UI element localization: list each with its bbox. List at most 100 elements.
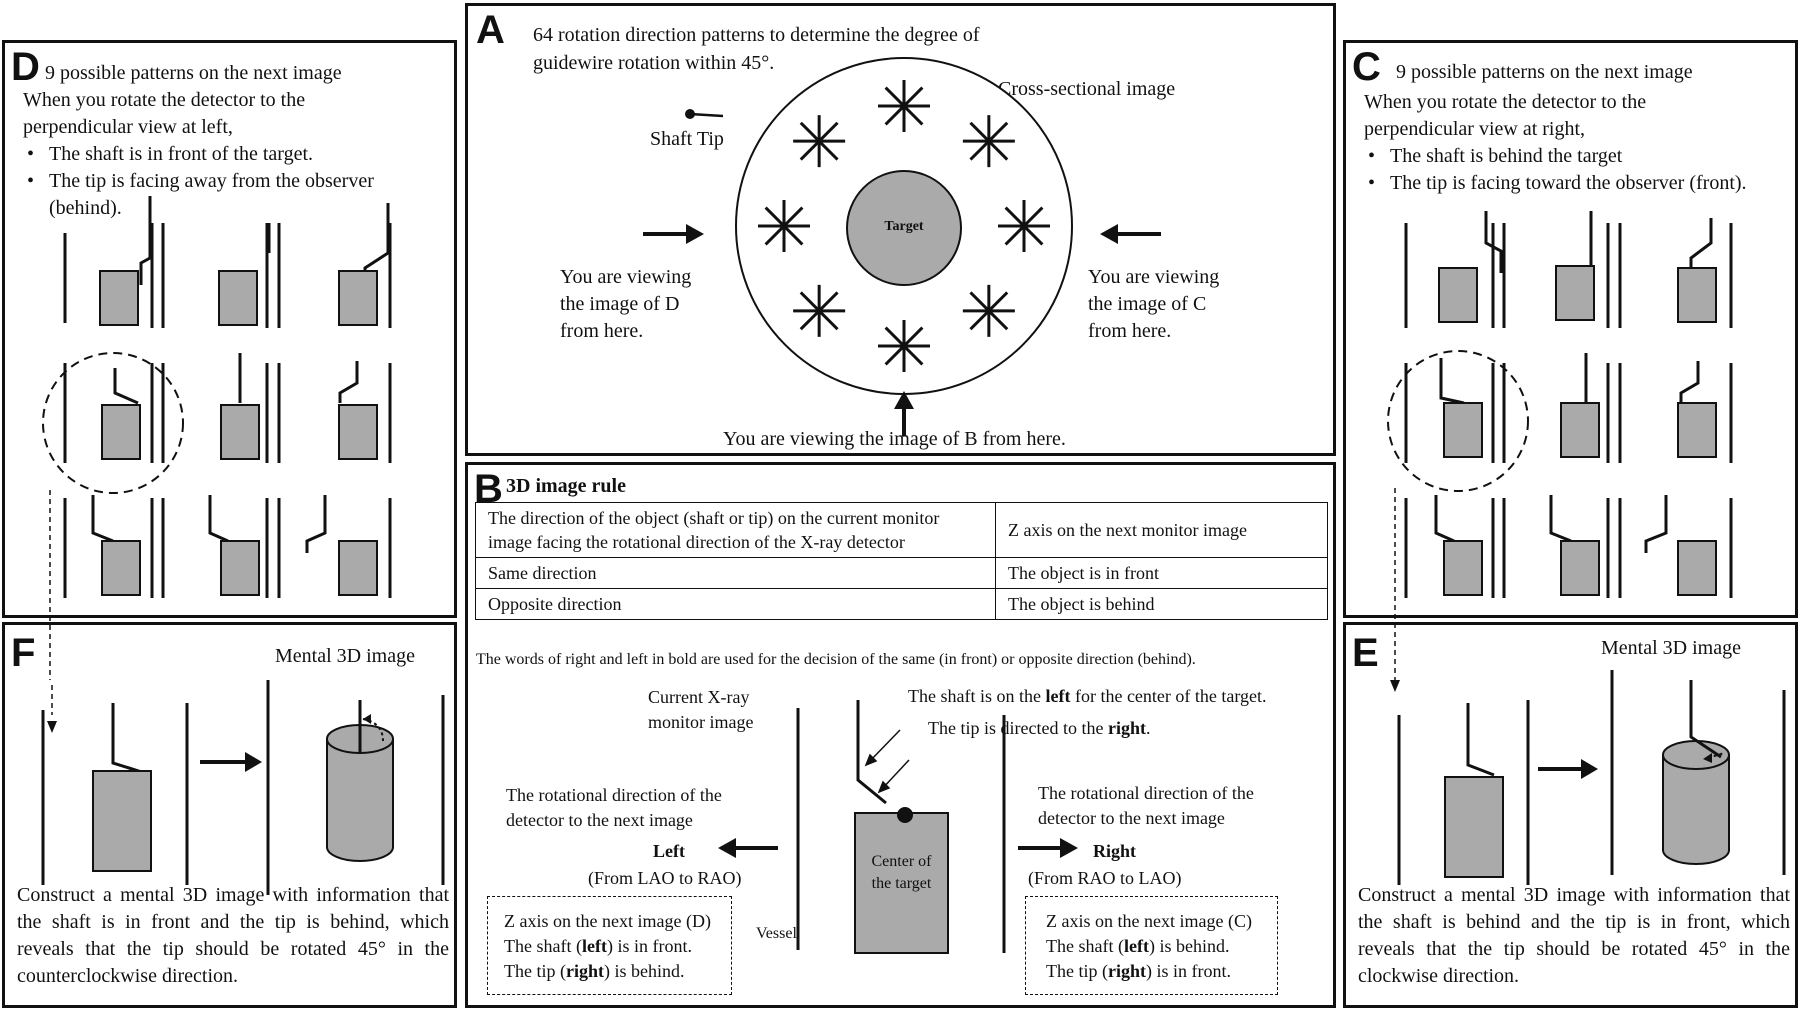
tip-statement-bold: right: [1107, 718, 1146, 738]
panel-b: B 3D image rule The direction of the obj…: [465, 462, 1336, 1008]
view-c-line-3: from here.: [1088, 320, 1172, 342]
panel-c-title: 9 possible patterns on the next image: [1396, 61, 1693, 83]
center-line-2: the target: [871, 875, 932, 892]
rule-cell: Same direction: [475, 557, 996, 589]
panel-c-letter: C: [1352, 45, 1381, 89]
z-d-shaft-post: ) is in front.: [606, 936, 692, 956]
rule-header-direction: The direction of the object (shaft or ti…: [475, 502, 996, 558]
current-image-line-2: monitor image: [648, 712, 754, 732]
rotation-pattern-asterisk: [793, 115, 846, 168]
z-axis-box-c: Z axis on the next image (C) The shaft (…: [1025, 896, 1278, 995]
panel-d-intro-1: When you rotate the detector to the: [23, 89, 306, 111]
cross-section-label: Cross-sectional image: [998, 78, 1176, 100]
z-d-tip-post: ) is behind.: [603, 961, 685, 981]
view-b-text: You are viewing the image of B from here…: [723, 428, 1066, 450]
panel-c-patterns: [1387, 211, 1733, 598]
z-d-shaft-bold: left: [581, 936, 607, 956]
rotation-left-line-2: detector to the next image: [506, 810, 693, 830]
view-d-line-3: from here.: [560, 320, 644, 342]
rotation-pattern-asterisk: [793, 284, 846, 337]
panel-e-letter: E: [1352, 631, 1379, 675]
z-axis-box-d: Z axis on the next image (D) The shaft (…: [487, 896, 732, 995]
panel-d-bullets: The shaft is in front of the target. The…: [23, 141, 374, 195]
panel-a-letter: A: [476, 8, 505, 52]
tip-statement-post: .: [1145, 718, 1151, 738]
z-box-c-line-1: Z axis on the next image (C): [1046, 911, 1252, 931]
panel-e: E Mental 3D image Construct a mental 3D …: [1343, 622, 1798, 1008]
panel-d-bullet-2-cont: (behind).: [49, 197, 122, 219]
monitor-diagram: [718, 700, 1078, 954]
view-d-line-1: You are viewing: [560, 266, 692, 288]
rule-table-header: The direction of the object (shaft or ti…: [475, 502, 1328, 558]
panel-a-title-1: 64 rotation direction patterns to determ…: [533, 24, 980, 46]
view-d-text: You are viewing the image of D from here…: [560, 264, 691, 345]
shaft-statement-post: for the center of the target.: [1070, 686, 1267, 706]
z-c-tip-bold: right: [1107, 961, 1146, 981]
rotation-pattern-asterisk: [962, 115, 1015, 168]
panel-d-bullet-2: The tip is facing away from the observer: [23, 168, 374, 195]
panel-f: F Mental 3D image Construct a mental 3D …: [2, 622, 457, 1008]
from-lao-label: (From LAO to RAO): [588, 868, 742, 888]
z-box-d-text: Z axis on the next image (D) The shaft (…: [504, 909, 711, 984]
rule-cell: Opposite direction: [475, 588, 996, 620]
panel-f-diagram: [41, 680, 445, 895]
center-line-1: Center of: [871, 853, 932, 870]
rule-table: The direction of the object (shaft or ti…: [475, 502, 1328, 620]
z-box-d-line-3: The tip (right) is behind.: [504, 959, 711, 984]
rotation-left-text: The rotational direction of the detector…: [506, 783, 722, 833]
panel-c-intro-2: perpendicular view at right,: [1364, 118, 1586, 140]
z-d-tip-pre: The tip (: [504, 961, 566, 981]
panel-e-text: Construct a mental 3D image with informa…: [1358, 884, 1790, 987]
current-image-line-1: Current X-ray: [648, 687, 750, 707]
z-box-d-line-1: Z axis on the next image (D): [504, 911, 711, 931]
tip-right-statement: The tip is directed to the right.: [928, 715, 1150, 741]
rotation-right-line-1: The rotational direction of the: [1038, 783, 1254, 803]
z-box-c-line-2: The shaft (left) is behind.: [1046, 934, 1252, 959]
rotation-left-line-1: The rotational direction of the: [506, 785, 722, 805]
panel-f-title: Mental 3D image: [275, 645, 415, 667]
panel-d: D 9 possible patterns on the next image …: [2, 40, 457, 618]
rotation-pattern-asterisk: [878, 320, 930, 372]
shaft-statement-bold: left: [1045, 686, 1071, 706]
panel-c-bullets: The shaft is behind the target The tip i…: [1364, 143, 1747, 197]
table-row: Opposite direction The object is behind: [475, 588, 1328, 620]
panel-f-letter: F: [11, 631, 36, 675]
z-c-shaft-post: ) is behind.: [1148, 936, 1230, 956]
bold-words-note: The words of right and left in bold are …: [476, 651, 1196, 668]
right-label: Right: [1093, 841, 1137, 861]
z-c-shaft-pre: The shaft (: [1046, 936, 1124, 956]
panel-a-title-2: guidewire rotation within 45°.: [533, 52, 775, 74]
rule-header-zaxis: Z axis on the next monitor image: [995, 502, 1328, 558]
rule-cell: The object is behind: [995, 588, 1328, 620]
panel-f-text: Construct a mental 3D image with informa…: [17, 884, 449, 987]
view-c-line-1: You are viewing: [1088, 266, 1220, 288]
panel-e-title: Mental 3D image: [1601, 637, 1741, 659]
z-c-tip-post: ) is in front.: [1145, 961, 1231, 981]
rotation-right-text: The rotational direction of the detector…: [1038, 781, 1254, 831]
z-c-tip-pre: The tip (: [1046, 961, 1108, 981]
rule-cell: The object is in front: [995, 557, 1328, 589]
panel-a: A 64 rotation direction patterns to dete…: [465, 3, 1336, 456]
panel-d-bullet-1: The shaft is in front of the target.: [23, 141, 374, 168]
panel-c-bullet-2: The tip is facing toward the observer (f…: [1364, 170, 1747, 197]
z-box-d-line-2: The shaft (left) is in front.: [504, 934, 711, 959]
left-label: Left: [653, 841, 685, 861]
shaft-tip-label: Shaft Tip: [650, 128, 724, 150]
current-image-label: Current X-ray monitor image: [648, 685, 753, 735]
panel-c: C 9 possible patterns on the next image …: [1343, 40, 1798, 618]
z-box-c-line-3: The tip (right) is in front.: [1046, 959, 1252, 984]
panel-b-title: 3D image rule: [506, 475, 626, 497]
rotation-pattern-asterisk: [998, 200, 1050, 252]
shaft-left-statement: The shaft is on the left for the center …: [908, 683, 1267, 709]
rotation-pattern-asterisk: [758, 200, 810, 252]
tip-statement-pre: The tip is directed to the: [928, 718, 1108, 738]
panel-d-title: 9 possible patterns on the next image: [45, 62, 342, 84]
z-d-shaft-pre: The shaft (: [504, 936, 582, 956]
target-label: Target: [884, 219, 924, 234]
panel-e-diagram: [1397, 670, 1786, 885]
view-c-line-2: the image of C: [1088, 293, 1207, 315]
z-c-shaft-bold: left: [1123, 936, 1149, 956]
z-box-c-text: Z axis on the next image (C) The shaft (…: [1046, 909, 1252, 984]
table-row: Same direction The object is in front: [475, 557, 1328, 589]
cross-section-diagram: [643, 57, 1161, 436]
